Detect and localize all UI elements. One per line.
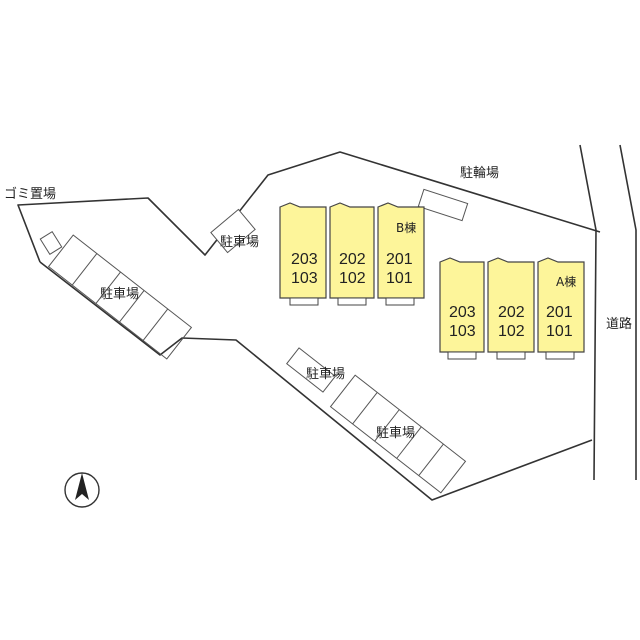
building-b-unit-3 xyxy=(377,202,425,299)
parking-small-label: 駐車場 xyxy=(220,235,259,250)
building-a-unit-1-lower: 103 xyxy=(449,323,476,340)
parking-mid: 駐車場 xyxy=(286,347,345,393)
building-b-label: B棟 xyxy=(396,220,416,235)
building-b: 203 103 202 102 201 101 B棟 xyxy=(279,202,425,306)
site-boundary-lower xyxy=(39,261,593,501)
building-a-label: A棟 xyxy=(556,274,576,289)
building-a-unit-3-upper: 201 xyxy=(546,304,573,321)
garbage-label: ゴミ置場 xyxy=(4,186,56,202)
building-b-unit-1 xyxy=(279,202,327,299)
parking-left-label: 駐車場 xyxy=(100,287,139,302)
building-a-unit-3 xyxy=(537,257,585,353)
building-b-unit-3-lower: 101 xyxy=(386,270,413,287)
building-a-unit-3-lower: 101 xyxy=(546,323,573,340)
building-a-unit-2-lower: 102 xyxy=(498,323,525,340)
building-a-unit-2 xyxy=(487,257,535,353)
building-b-unit-1-lower: 103 xyxy=(291,270,318,287)
building-a-unit-2-upper: 202 xyxy=(498,304,525,321)
building-a-unit-1 xyxy=(439,257,485,353)
north-arrow-icon xyxy=(64,472,100,508)
bicycle-label: 駐輪場 xyxy=(460,165,499,181)
building-b-unit-1-upper: 203 xyxy=(291,251,318,268)
site-boundary xyxy=(17,151,601,263)
building-a-unit-1-upper: 203 xyxy=(449,304,476,321)
building-b-unit-2-upper: 202 xyxy=(339,251,366,268)
garbage-area: ゴミ置場 xyxy=(4,186,63,256)
building-b-unit-3-upper: 201 xyxy=(386,251,413,268)
parking-small: 駐車場 xyxy=(210,208,259,254)
building-b-unit-2 xyxy=(329,202,375,299)
road-label: 道路 xyxy=(606,316,632,332)
parking-lower-label: 駐車場 xyxy=(376,426,415,441)
building-a: 203 103 202 102 201 101 A棟 xyxy=(439,257,585,360)
parking-lower: 駐車場 xyxy=(329,374,467,494)
bicycle-parking: 駐輪場 xyxy=(417,165,499,222)
road: 道路 xyxy=(579,144,637,481)
parking-mid-label: 駐車場 xyxy=(306,367,345,382)
parking-left: 駐車場 xyxy=(47,234,193,360)
building-b-unit-2-lower: 102 xyxy=(339,270,366,287)
